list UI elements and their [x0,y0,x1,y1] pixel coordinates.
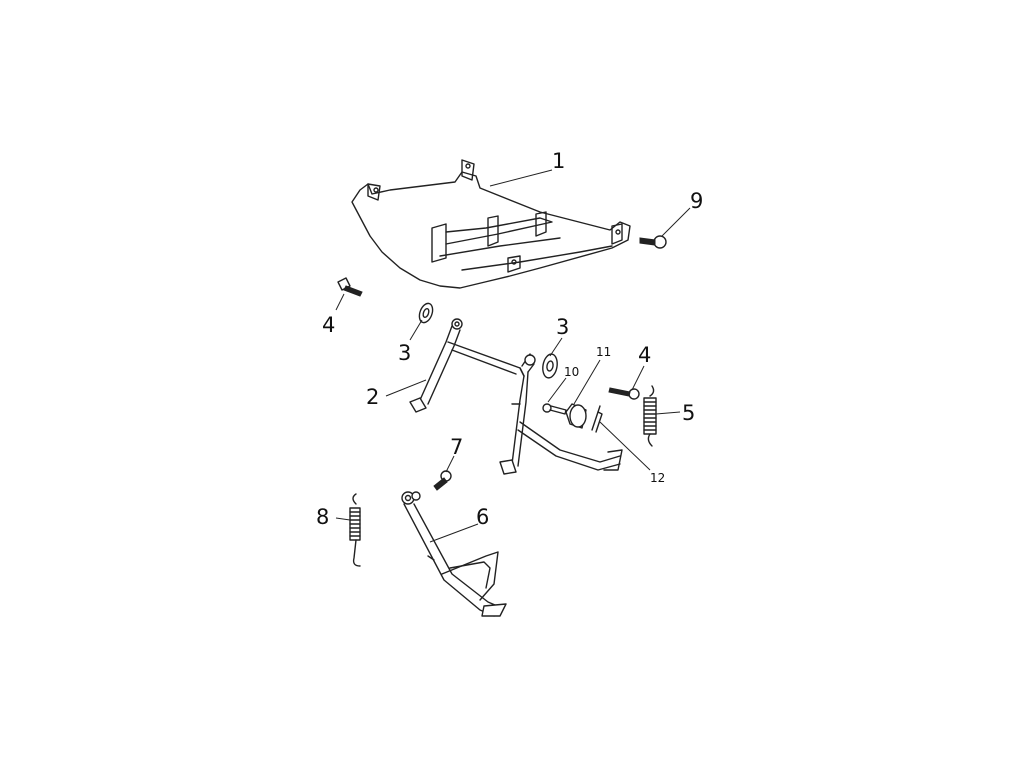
callout-1: 1 [552,149,565,173]
washer-3-left [418,302,434,324]
callout-10: 10 [564,365,579,379]
callout-6: 6 [476,505,489,529]
spring-8 [349,493,361,567]
callout-5: 5 [682,401,695,425]
callout-9: 9 [690,189,703,213]
callout-7: 7 [450,435,463,459]
callout-11: 11 [596,345,611,359]
callout-12: 12 [650,471,665,485]
callout-2: 2 [366,385,379,409]
screw-9 [639,235,667,249]
under-cover-panel [351,159,631,289]
callout-3-right: 3 [556,315,569,339]
spring-5 [643,385,657,447]
callout-4-right: 4 [638,343,651,367]
bolt-4-left [337,277,363,297]
leader-lines [335,169,691,543]
callout-3-left: 3 [398,341,411,365]
pin-10 [542,403,567,415]
stopper-11 [565,403,587,429]
callout-8: 8 [316,505,329,529]
bolt-7 [433,470,452,491]
side-stand [401,491,507,617]
bolt-4-right [608,387,640,400]
callout-4-left: 4 [322,313,335,337]
main-stand [409,318,623,475]
washer-3-right [542,353,558,379]
cotter-pin-12 [591,405,603,433]
